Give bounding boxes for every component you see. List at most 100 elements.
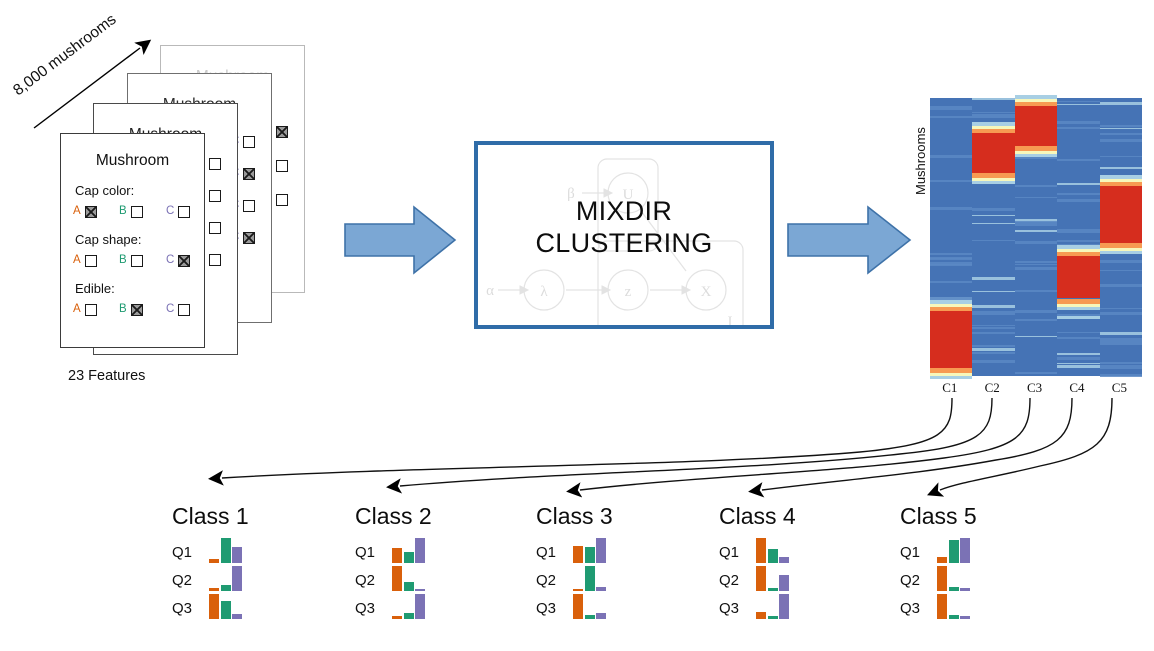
heatmap-stripe (1014, 310, 1058, 313)
mixdir-clustering-box: β U α λ z X I MIXDIR CLUSTERING (474, 141, 774, 329)
mushroom-card-front: Mushroom Cap color: A B C Cap shape: A B… (60, 133, 205, 348)
heatmap-stripe (972, 207, 1015, 211)
heatmap-stripe (972, 111, 1015, 114)
mini-bar-chart (756, 593, 790, 619)
checkbox-checked[interactable] (243, 168, 255, 180)
heatmap-stripe (972, 345, 1015, 348)
mini-bar-chart (937, 537, 971, 563)
bar-C (415, 594, 425, 619)
bar-A (756, 538, 766, 563)
heatmap-stripe (972, 332, 1015, 335)
mini-bar-chart (937, 593, 971, 619)
heatmap-stripe (972, 360, 1015, 364)
svg-text:U: U (623, 187, 634, 203)
heatmap-stripe (1099, 284, 1142, 287)
heatmap-block (930, 368, 973, 373)
question-label: Q2 (536, 572, 557, 589)
heatmap-block (930, 304, 973, 308)
bar-A (392, 547, 402, 563)
heatmap-stripe (1057, 198, 1100, 202)
heatmap-stripe (1099, 139, 1142, 142)
heatmap-stripe (1099, 366, 1142, 369)
bar-A (937, 557, 947, 563)
mini-bar-chart (573, 537, 607, 563)
flow-arrow-2[interactable] (787, 205, 912, 275)
bar-B (403, 582, 414, 591)
checkbox[interactable] (243, 136, 255, 148)
heatmap-stripe (1014, 266, 1058, 270)
bar-A (937, 594, 947, 619)
heatmap-block (1014, 98, 1058, 102)
plate-diagram-watermark: β U α λ z X I (486, 158, 744, 325)
heatmap-stripe (1014, 260, 1058, 264)
question-row: Q1 (536, 537, 724, 565)
mushroom-card-stack: Mushroom C C C Mushroom C C C C Mushroom… (55, 45, 320, 360)
heatmap-stripe (1014, 157, 1058, 159)
checkbox-checked[interactable] (178, 255, 190, 267)
checkbox-checked[interactable] (85, 206, 97, 218)
mini-bar-chart (756, 565, 790, 591)
heatmap-stripe (1014, 221, 1058, 223)
heatmap-block (930, 300, 973, 305)
heatmap-block (930, 376, 973, 379)
heatmap-stripe (1057, 121, 1100, 124)
mixdir-title-line2: CLUSTERING (535, 228, 713, 258)
bar-C (960, 587, 970, 591)
checkbox[interactable] (131, 255, 143, 267)
bar-A (756, 566, 766, 591)
checkbox[interactable] (178, 206, 190, 218)
mini-bar-chart (209, 537, 243, 563)
bar-C (232, 613, 242, 619)
checkbox[interactable] (178, 304, 190, 316)
heatmap-stripe (930, 262, 973, 265)
heatmap-block (1014, 105, 1058, 146)
heatmap-stripe (1099, 312, 1142, 316)
question-label: Q3 (172, 600, 193, 617)
feature-label-cap-shape: Cap shape: (75, 232, 142, 247)
heatmap-stripe (1014, 229, 1058, 232)
checkbox[interactable] (209, 190, 221, 202)
heatmap-stripe (1099, 259, 1142, 263)
bar-C (596, 613, 606, 619)
bar-A (756, 612, 766, 619)
class-panel-3: Class 3 Q1 Q2 Q3 (524, 503, 724, 621)
heatmap-block (1057, 248, 1100, 252)
checkbox[interactable] (209, 222, 221, 234)
heatmap-block (1057, 303, 1100, 307)
checkbox[interactable] (131, 206, 143, 218)
bar-B (220, 585, 231, 591)
checkbox-checked[interactable] (276, 126, 288, 138)
heatmap-stripe (1014, 335, 1058, 337)
heatmap-block (1057, 255, 1100, 299)
heatmap-block (1057, 251, 1100, 256)
checkbox-checked[interactable] (243, 232, 255, 244)
checkbox[interactable] (209, 158, 221, 170)
svg-text:α: α (486, 283, 494, 299)
heatmap-block (1014, 153, 1058, 157)
mixdir-title: MIXDIR CLUSTERING (478, 195, 770, 259)
heatmap-tick-c5: C5 (1111, 380, 1127, 395)
heatmap-stripe (972, 222, 1015, 225)
feature-label-cap-color: Cap color: (75, 183, 135, 198)
heatmap-stripe (1014, 222, 1058, 227)
checkbox[interactable] (209, 254, 221, 266)
heatmap-stripe (930, 281, 973, 284)
checkbox[interactable] (85, 255, 97, 267)
checkbox[interactable] (276, 160, 288, 172)
bar-A (209, 594, 219, 619)
question-row: Q2 (719, 565, 907, 593)
heatmap-stripe (1014, 196, 1058, 199)
heatmap-stripe (930, 180, 973, 183)
bar-A (937, 566, 947, 591)
heatmap-stripe (1099, 307, 1142, 309)
question-label: Q2 (900, 572, 921, 589)
question-row: Q3 (355, 593, 543, 621)
checkbox[interactable] (276, 194, 288, 206)
checkbox[interactable] (243, 200, 255, 212)
heatmap-stripe (972, 347, 1015, 351)
flow-arrow-1[interactable] (344, 205, 457, 275)
checkbox-checked[interactable] (131, 304, 143, 316)
heatmap-stripe (930, 154, 973, 158)
checkbox[interactable] (85, 304, 97, 316)
question-row: Q3 (719, 593, 907, 621)
